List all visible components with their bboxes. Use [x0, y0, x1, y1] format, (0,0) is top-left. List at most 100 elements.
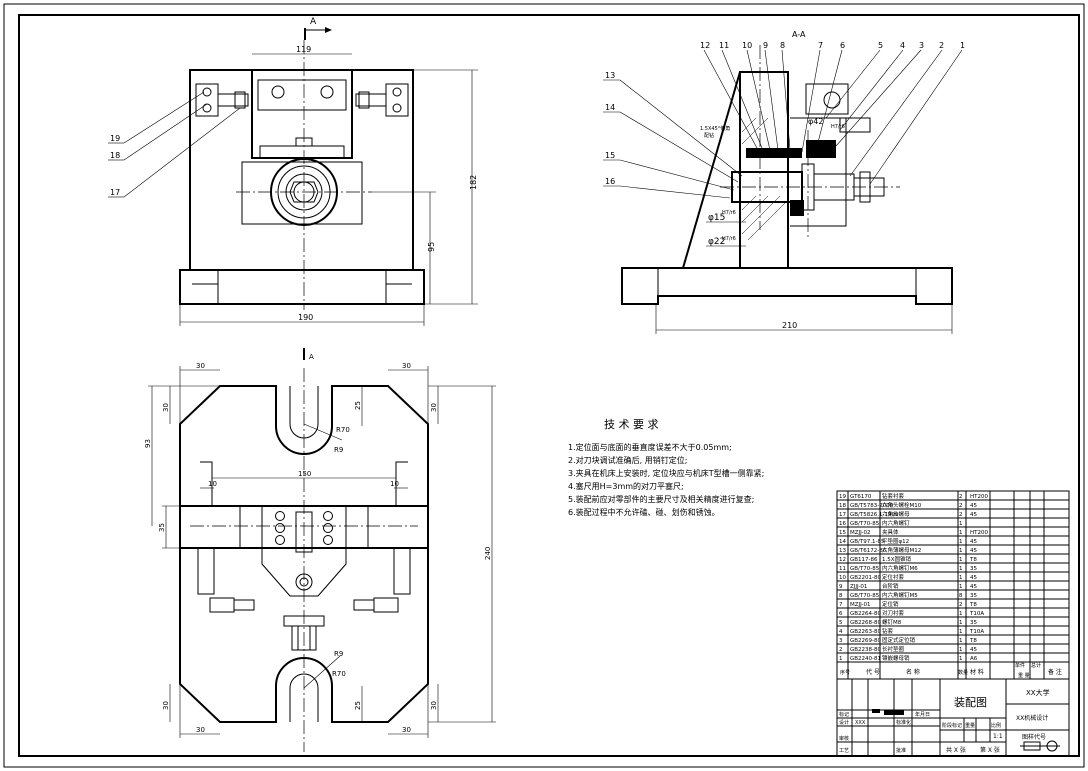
- approve-label: 批准: [896, 747, 906, 754]
- bom-row-qty: 2: [959, 512, 963, 518]
- bom-row-no: 12: [839, 557, 846, 563]
- row-review: 审核: [839, 735, 849, 742]
- bom-row-qty: 1: [959, 611, 963, 617]
- class-name: XX机械设计: [1016, 714, 1048, 722]
- bom-row-qty: 1: [959, 584, 963, 590]
- bom-header-name: 名 称: [906, 668, 920, 676]
- school-name: XX大学: [1026, 688, 1050, 697]
- dim-inner-width: 150: [298, 470, 311, 478]
- balloon-4: 4: [900, 41, 905, 50]
- bom-row-name: 内六角螺钉M5: [882, 591, 918, 599]
- bom-row-no: 14: [839, 539, 846, 545]
- bom-row-code: GB2264-80: [850, 611, 882, 617]
- bom-row-material: 45: [970, 647, 977, 653]
- bom-header-mat: 材 料: [970, 668, 984, 676]
- bom-row-qty: 1: [959, 575, 963, 581]
- bom-row-name: 长衬垫圈: [882, 645, 905, 653]
- balloon-18: 18: [110, 151, 120, 160]
- bom-row-material: HT200: [970, 530, 988, 536]
- dim-right-lower: 30: [430, 701, 438, 710]
- dim-left-inner: 10: [208, 480, 217, 488]
- bom-row-code: GB/T70-85: [850, 593, 880, 599]
- fit-lower: φ22: [708, 237, 725, 247]
- balloon-6: 6: [840, 41, 845, 50]
- std-label: 标准化: [896, 719, 911, 726]
- bom-row-code: GB2269-80: [850, 638, 882, 644]
- balloon-3: 3: [919, 41, 924, 50]
- dim-slot-bottom: 25: [354, 701, 362, 710]
- bom-row-no: 5: [839, 620, 843, 626]
- designer-name: XXX: [855, 720, 866, 726]
- dim-bottom-left: 30: [196, 726, 205, 734]
- bom-row-qty: 1: [959, 629, 963, 635]
- bom-row-qty: 1: [959, 539, 963, 545]
- bom-row-no: 4: [839, 629, 843, 635]
- bom-row-no: 11: [839, 566, 846, 572]
- bom-row-code: GB/T6172-86: [850, 548, 887, 554]
- dim-top-left: 30: [196, 362, 205, 370]
- bom-row-no: 1: [839, 656, 843, 662]
- note-drill: 配钻: [704, 132, 714, 139]
- bom-row-qty: 2: [959, 602, 963, 608]
- bom-row-name: 夹具体: [882, 528, 899, 536]
- sheet-current: 第 X 张: [980, 746, 1000, 754]
- bom-row-no: 15: [839, 530, 846, 536]
- balloon-10: 10: [742, 41, 752, 50]
- balloon-5: 5: [878, 41, 883, 50]
- bom-header-code: 代 号: [866, 668, 880, 676]
- bom-row-name: 六角薄螺母M12: [882, 546, 921, 554]
- bom-row-code: GB2240-81: [850, 656, 881, 662]
- dim-section-base: 210: [782, 321, 797, 330]
- balloon-12: 12: [700, 41, 710, 50]
- bom-row-no: 18: [839, 503, 846, 509]
- bom-row-no: 2: [839, 647, 843, 653]
- fit-mid: φ15: [708, 213, 725, 223]
- bom-row-code: MZJJ-02: [850, 530, 871, 536]
- bom-row-no: 3: [839, 638, 843, 644]
- section-title: A-A: [792, 30, 806, 39]
- top-view: A: [144, 348, 496, 752]
- balloon-17: 17: [110, 188, 120, 197]
- dim-left-93: 93: [144, 439, 152, 448]
- drawing-no-label: 图样代号: [1022, 733, 1046, 741]
- bom-row-no: 16: [839, 521, 846, 527]
- bom-row-no: 7: [839, 602, 843, 608]
- bom-row-name: 固定式定位销: [882, 636, 916, 644]
- bom-row-code: GB2268-80: [850, 620, 882, 626]
- bom-row-no: 17: [839, 512, 846, 518]
- front-section-marker: A: [310, 17, 317, 27]
- fit-upper: φ42: [808, 117, 823, 126]
- bom-row-qty: 2: [959, 503, 963, 509]
- bom-row-name: 定位销: [882, 600, 899, 608]
- bom-row-code: GB/T70-85: [850, 521, 880, 527]
- bom-header-qty: 数量: [958, 669, 968, 676]
- tech-title: 技 术 要 求: [604, 418, 659, 431]
- bom-row-code: GB/T70-85: [850, 566, 880, 572]
- bom-row-no: 19: [839, 494, 846, 500]
- dim-front-top: 119: [296, 45, 311, 54]
- tech-item-3: 3.夹具在机床上安装时, 定位块应与机床T型槽一侧靠紧;: [568, 468, 764, 478]
- sheet-total: 共 X 张: [946, 746, 966, 754]
- balloon-7: 7: [818, 41, 823, 50]
- balloon-8: 8: [780, 41, 785, 50]
- date-label: 年月日: [915, 711, 930, 718]
- bom-row-name: 平垫圈φ12: [882, 537, 909, 545]
- bom-row-material: T10A: [969, 629, 984, 635]
- bom-header-single: 单件: [1015, 662, 1025, 669]
- bom-row-no: 10: [839, 575, 846, 581]
- bom-row-no: 6: [839, 611, 843, 617]
- bom-row-name: 台阶销: [882, 582, 899, 590]
- bom-row-material: 45: [970, 548, 977, 554]
- row-design: 设计: [839, 719, 849, 726]
- tech-item-2: 2.对刀块调试准确后, 用销钉定位;: [568, 455, 687, 465]
- bom-row-qty: 1: [959, 557, 963, 563]
- dim-right-upper: 30: [430, 403, 438, 412]
- bom-row-material: T8: [969, 557, 977, 563]
- dim-total-height: 240: [484, 547, 492, 560]
- title-block: 装配图 XX大学 XX机械设计 阶段标记 重量 比例 1:1 图样代号 共 X …: [836, 678, 1070, 757]
- dim-front-height: 182: [469, 175, 478, 190]
- dim-front-width: 190: [298, 313, 313, 322]
- ratio-label: 比例: [991, 722, 1001, 729]
